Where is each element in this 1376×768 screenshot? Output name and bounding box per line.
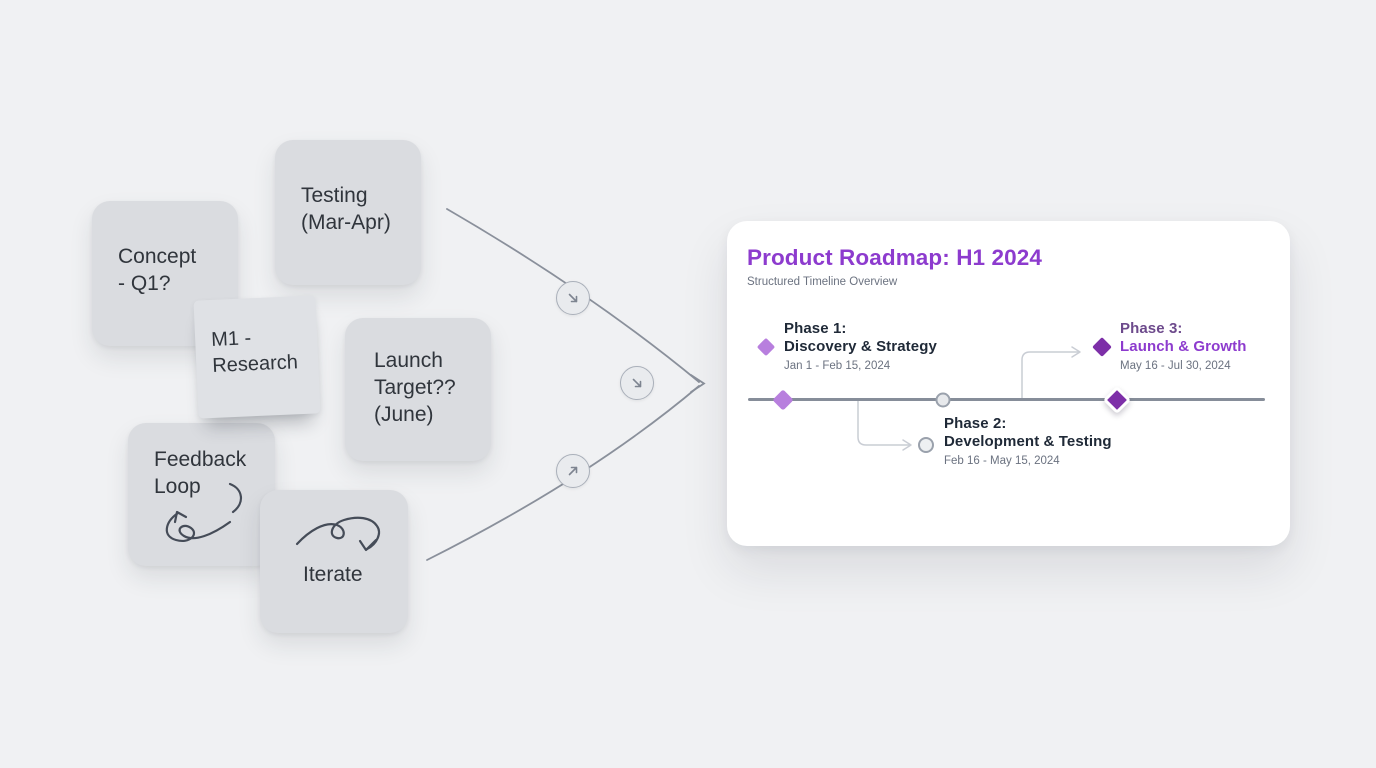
phase-1-dates: Jan 1 - Feb 15, 2024 <box>784 360 891 372</box>
phase-2-name: Development & Testing <box>944 432 1112 450</box>
phase-2-dates: Feb 16 - May 15, 2024 <box>944 455 1060 467</box>
elbow-phase2 <box>857 399 910 446</box>
sticky-note-testing[interactable]: Testing (Mar-Apr) <box>275 140 421 285</box>
arrow-up-right-icon <box>568 466 578 476</box>
arrow-right-icon <box>1071 346 1081 358</box>
arrow-down-right-icon <box>632 378 642 388</box>
phase-3-name: Launch & Growth <box>1120 337 1247 355</box>
circle-icon <box>917 436 935 454</box>
sticky-note-concept[interactable]: Concept - Q1? <box>92 201 238 346</box>
diamond-icon <box>1092 337 1112 357</box>
phase-1-label-group: Phase 1: Discovery & Strategy Jan 1 - Fe… <box>756 320 937 372</box>
timeline-marker-phase3-diamond-icon <box>1102 385 1132 415</box>
phase-1-label: Phase 1: <box>784 320 847 337</box>
sticky-note-launch-target[interactable]: Launch Target?? (June) <box>345 318 491 461</box>
phase-3-dates: May 16 - Jul 30, 2024 <box>1120 360 1231 372</box>
sticky-note-m1-research[interactable]: M1 - Research <box>193 295 321 419</box>
card-subtitle: Structured Timeline Overview <box>747 276 898 288</box>
card-title: Product Roadmap: H1 2024 <box>747 245 1042 270</box>
arrow-right-icon <box>690 374 706 393</box>
timeline-marker-phase1-diamond-icon <box>772 389 794 411</box>
arrow-right-icon <box>902 439 912 451</box>
connector-badge-bottom[interactable] <box>556 454 590 488</box>
sticky-note-feedback-loop[interactable]: Feedback Loop <box>128 423 275 566</box>
phase-3-label-group: Phase 3: Launch & Growth May 16 - Jul 30… <box>1092 320 1247 372</box>
connector-badge-top[interactable] <box>556 281 590 315</box>
phase-2-label: Phase 2: <box>944 415 1007 432</box>
phase-2-label-group: Phase 2: Development & Testing Feb 16 - … <box>917 415 1112 467</box>
timeline-line <box>748 398 1265 401</box>
roadmap-card[interactable]: Product Roadmap: H1 2024 Structured Time… <box>727 221 1290 546</box>
phase-1-name: Discovery & Strategy <box>784 337 937 355</box>
sticky-note-iterate[interactable]: Iterate <box>260 490 408 633</box>
arrow-down-right-icon <box>568 293 578 303</box>
connector-badge-middle[interactable] <box>620 366 654 400</box>
elbow-phase3 <box>1021 351 1079 400</box>
diamond-icon <box>756 337 776 357</box>
phase-3-label: Phase 3: <box>1120 320 1183 337</box>
timeline-marker-phase2-circle-icon <box>935 392 951 408</box>
